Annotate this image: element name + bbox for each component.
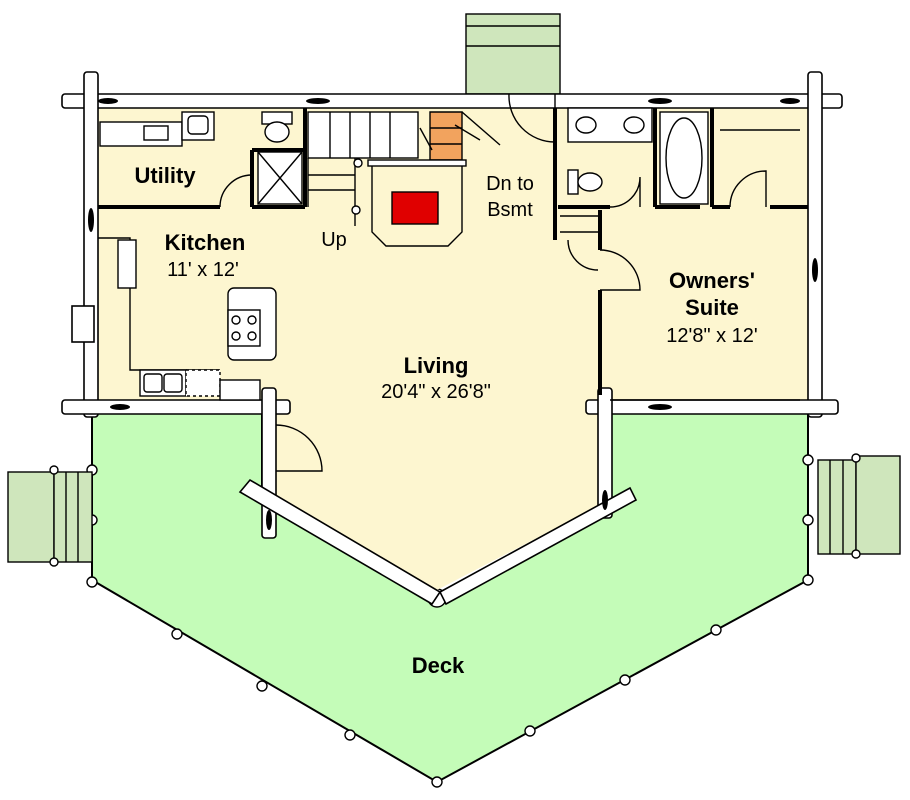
kitchen-cabinets [98, 237, 277, 401]
owners-suite-label-line2: Suite [685, 295, 739, 320]
shower [257, 151, 303, 205]
entry-step [465, 13, 561, 95]
kitchen-label: Kitchen [165, 230, 246, 255]
utility-fixtures [99, 111, 293, 147]
stairs-up-label: Up [321, 229, 347, 251]
stairs [307, 111, 501, 226]
kitchen-size: 11' x 12' [167, 259, 239, 281]
living-size: 20'4" x 26'8" [381, 381, 491, 403]
deck-steps-right [817, 453, 901, 559]
exterior-log-walls [61, 71, 843, 606]
interior-walls [98, 108, 808, 395]
bathroom-fixtures [560, 107, 709, 233]
stairs-down-label-line2: Bsmt [487, 199, 533, 221]
owners-suite-label-line1: Owners' [669, 268, 755, 293]
fireplace [367, 159, 467, 247]
deck-steps-left [7, 465, 93, 567]
log-knots [88, 98, 818, 530]
hearth [391, 191, 439, 225]
utility-label: Utility [134, 163, 196, 188]
doors [219, 93, 767, 472]
closet [610, 129, 800, 401]
deck-railing-posts [86, 454, 814, 788]
stairs-down-label-line1: Dn to [486, 173, 534, 195]
deck-label: Deck [412, 653, 465, 678]
living-label: Living [404, 353, 469, 378]
owners-suite-size: 12'8" x 12' [666, 325, 757, 347]
